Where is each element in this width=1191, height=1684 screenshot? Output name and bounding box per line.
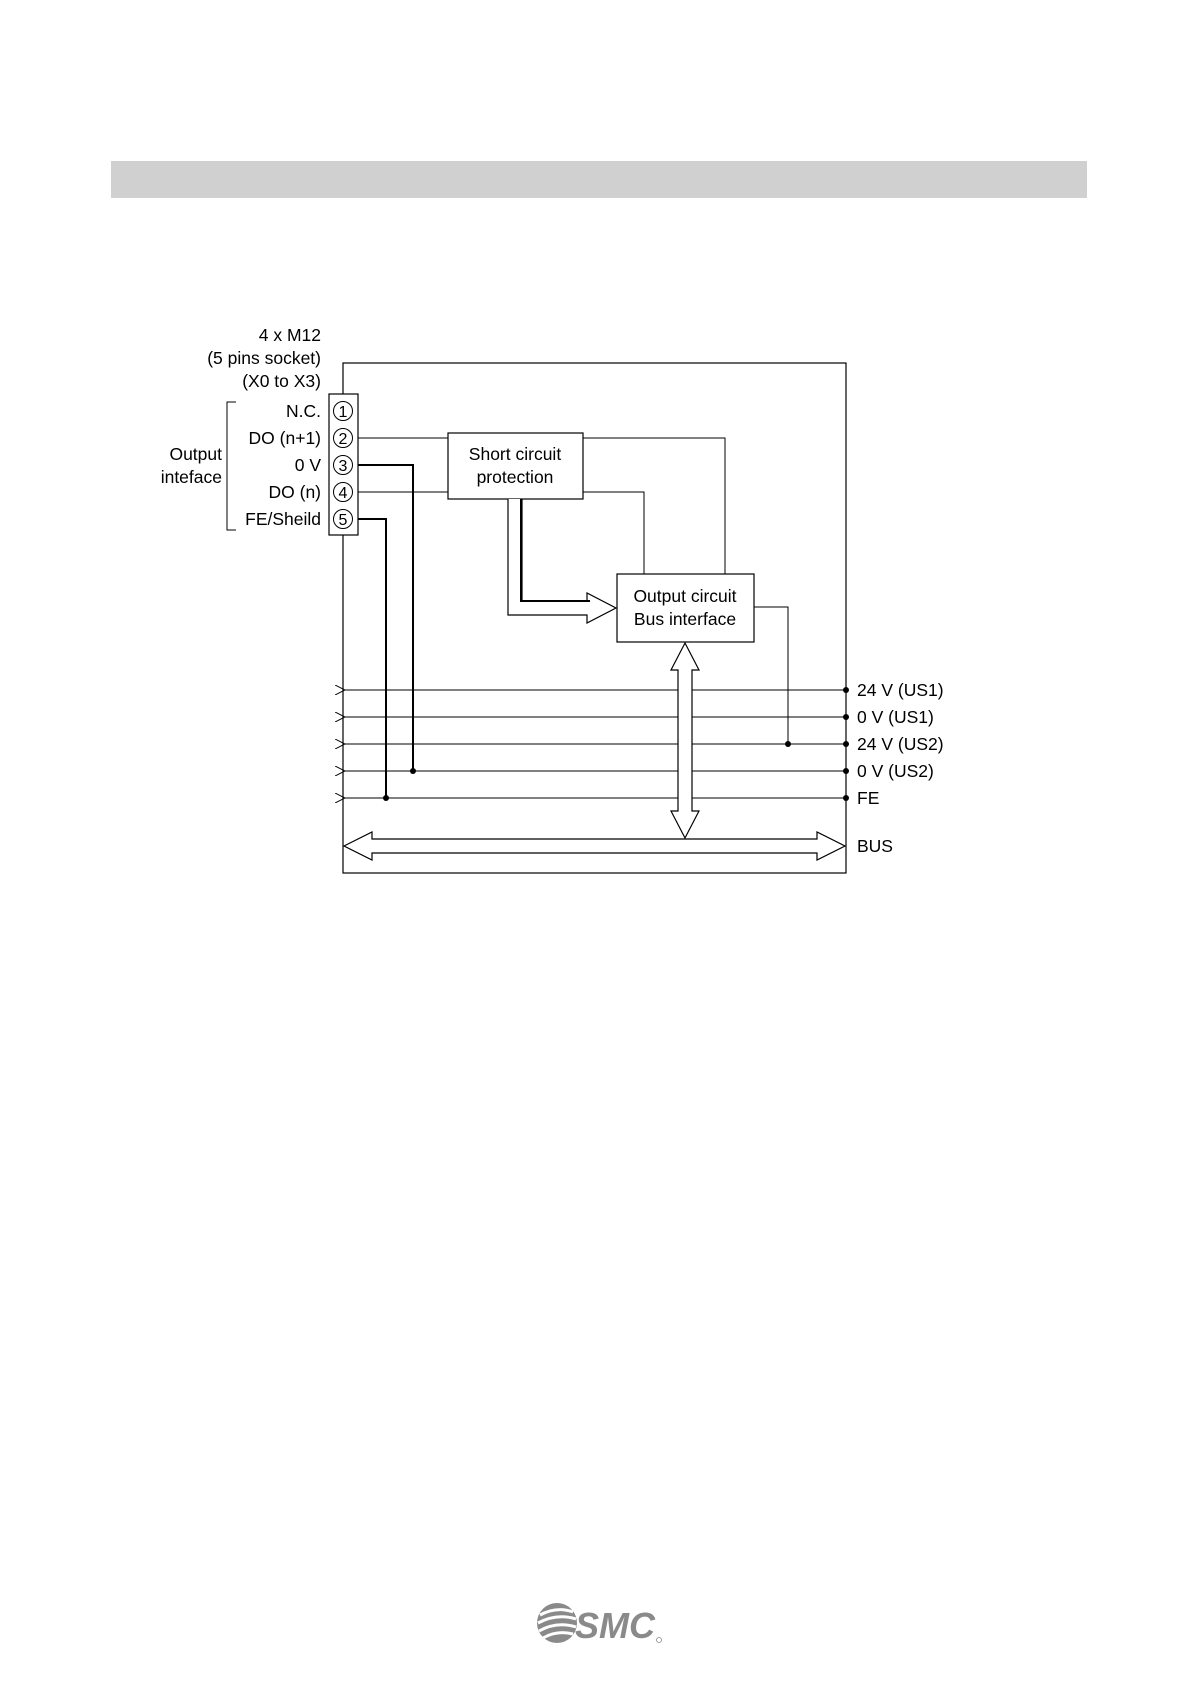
- pin-3: 0 V 3: [295, 455, 353, 475]
- protection-to-output-arrow: [508, 499, 616, 623]
- short-circuit-line2: protection: [477, 467, 554, 487]
- pin-label: FE/Sheild: [245, 509, 321, 529]
- output-circuit-line1: Output circuit: [633, 586, 736, 606]
- pin-4: DO (n) 4: [269, 482, 353, 502]
- pin-label: N.C.: [286, 401, 321, 421]
- rail-label-0v-us2: 0 V (US2): [857, 761, 934, 781]
- short-circuit-protection-block: [448, 433, 583, 499]
- junction-dot: [383, 795, 389, 801]
- output-interface-line2: inteface: [161, 467, 222, 487]
- output-interface-line1: Output: [169, 444, 222, 464]
- bus-interface-double-arrow: [671, 643, 699, 838]
- rail-label-24v-us1: 24 V (US1): [857, 680, 944, 700]
- wire-output-to-us2: [754, 607, 788, 744]
- power-wiring: [358, 465, 413, 798]
- junction-dot: [785, 741, 791, 747]
- bus-label: BUS: [857, 836, 893, 856]
- wire-protection-to-output-top: [583, 438, 725, 574]
- bus-double-arrow: [344, 832, 845, 860]
- short-circuit-line1: Short circuit: [469, 444, 562, 464]
- pin-label: DO (n+1): [249, 428, 321, 448]
- junction-dot: [843, 768, 849, 774]
- pin-number: 4: [339, 485, 348, 502]
- rail-label-24v-us2: 24 V (US2): [857, 734, 944, 754]
- junction-dot: [843, 741, 849, 747]
- junction-dot: [843, 687, 849, 693]
- output-interface-bracket: [227, 402, 236, 530]
- logo-text: SMC: [575, 1605, 656, 1646]
- pin-number: 2: [339, 431, 348, 448]
- junction-dot: [843, 714, 849, 720]
- smc-logo-icon: SMC: [535, 1600, 665, 1646]
- rail-label-fe: FE: [857, 788, 879, 808]
- supply-rails: [345, 690, 845, 798]
- connector-label-line2: (5 pins socket): [207, 348, 321, 368]
- wire-fe-pin5: [358, 519, 386, 798]
- pin-number: 1: [339, 404, 348, 421]
- pin-5: FE/Sheild 5: [245, 509, 352, 529]
- output-circuit-block: [617, 574, 754, 642]
- junction-dot: [410, 768, 416, 774]
- junction-dot: [843, 795, 849, 801]
- pin-label: DO (n): [269, 482, 322, 502]
- connector-label-line3: (X0 to X3): [242, 371, 321, 391]
- output-circuit-line2: Bus interface: [634, 609, 736, 629]
- connector-label-line1: 4 x M12: [259, 325, 321, 345]
- registered-mark-icon: [657, 1638, 662, 1643]
- wire-protection-to-output-bottom: [583, 492, 644, 574]
- pin-number: 3: [339, 458, 348, 475]
- pin-1: N.C. 1: [286, 401, 353, 421]
- pin-number: 5: [339, 512, 348, 529]
- pin-2: DO (n+1) 2: [249, 428, 353, 448]
- protection-to-output-arrow-inner: [521, 499, 590, 601]
- rail-label-0v-us1: 0 V (US1): [857, 707, 934, 727]
- pin-label: 0 V: [295, 455, 322, 475]
